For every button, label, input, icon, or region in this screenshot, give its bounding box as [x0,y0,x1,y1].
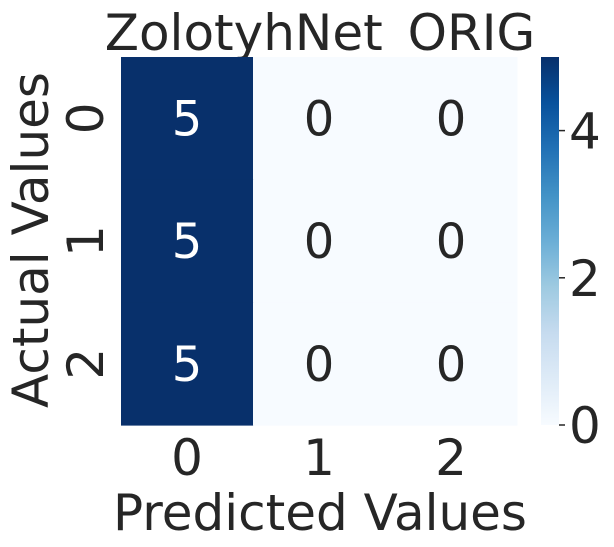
heatmap-cell [385,302,518,426]
heatmap-cell [385,179,518,303]
y-tick-label: 1 [57,225,115,257]
heatmap-cell [121,179,254,303]
heatmap-cell [121,57,254,181]
cell-value-label: 0 [436,91,467,147]
cell-value-label: 5 [172,91,203,147]
colorbar-ticks: 0 2 4 [559,103,601,455]
cell-value-label: 0 [436,337,467,393]
y-tick-label: 2 [57,348,115,380]
colorbar-tick-label: 4 [569,103,601,161]
cell-value-label: 0 [304,91,335,147]
colorbar-tick-label: 0 [569,397,601,455]
y-tick-label: 0 [57,102,115,134]
heatmap-cell [253,302,386,426]
heatmap-cell [385,57,518,181]
chart-title: ZolotyhNet_ORIG [105,4,536,62]
heatmap-cell [253,57,386,181]
cell-value-label: 5 [172,337,203,393]
colorbar [541,57,559,425]
cell-value-label: 0 [436,214,467,270]
x-tick-label: 1 [303,429,335,487]
x-tick-label: 2 [435,429,467,487]
cell-value-label: 0 [304,214,335,270]
heatmap-cells: 5 0 0 5 0 0 5 0 0 [121,57,518,426]
heatmap-cell [253,179,386,303]
cell-value-label: 0 [304,337,335,393]
x-tick-label: 0 [171,429,203,487]
cell-value-label: 5 [172,214,203,270]
x-tick-labels: 0 1 2 [171,429,467,487]
heatmap-cell [121,302,254,426]
y-tick-labels: 0 1 2 [57,102,115,379]
y-axis-label: Actual Values [2,72,60,408]
colorbar-tick-label: 2 [569,250,601,308]
x-axis-label: Predicted Values [113,484,527,542]
